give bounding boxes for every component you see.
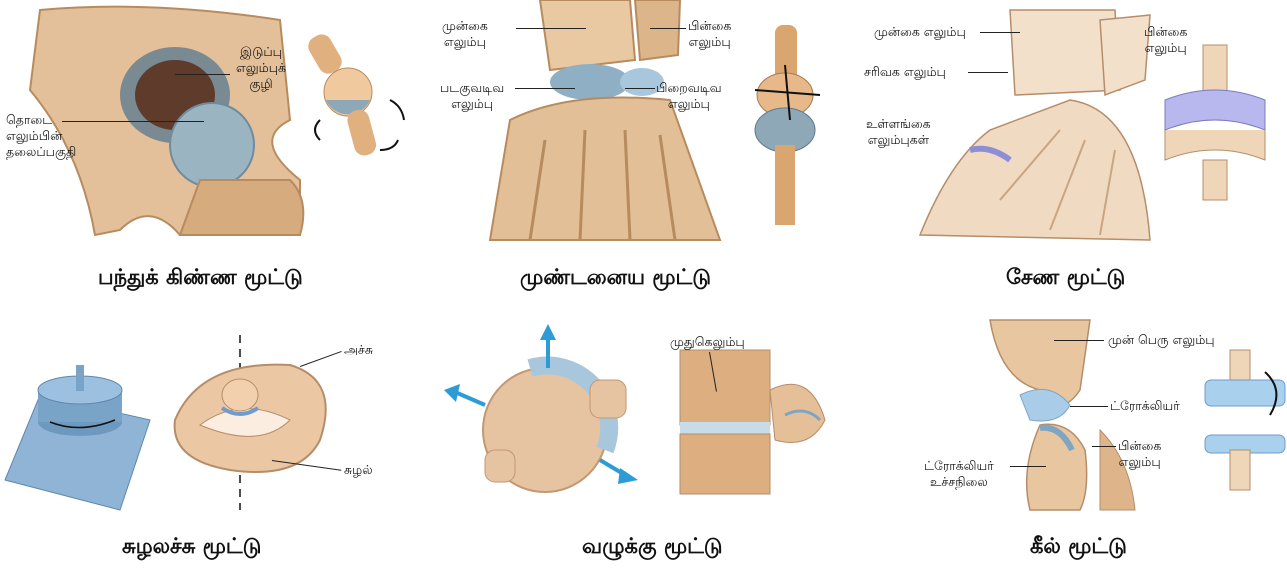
ulna-leader-line [1092, 446, 1116, 447]
notch-label: ட்ரோக்லியர் உச்சநிலை [924, 458, 994, 490]
saddle-radius-label: முன்கை எலும்பு [874, 24, 966, 40]
trochlea-label: ட்ரோக்லியர் [1110, 398, 1180, 414]
scaphoid-leader-line [515, 88, 575, 89]
ball-socket-title: பந்துக் கிண்ண மூட்டு [98, 265, 303, 292]
atlas-label: சுழல் [344, 462, 373, 478]
saddle-ulna-label: பின்கை எலும்பு [1144, 24, 1187, 56]
hinge-title: கீல் மூட்டு [1030, 534, 1127, 561]
thumb-illustration [860, 0, 1287, 300]
wrist-illustration [430, 0, 860, 300]
ulna-leader-line [650, 28, 686, 29]
hinge-panel: முன் பெரு எலும்பு ட்ரோக்லியர் பின்கை எலு… [860, 310, 1287, 568]
head-leader-line [62, 121, 204, 122]
hinge-ulna-label: பின்கை எலும்பு [1118, 438, 1161, 470]
saddle-panel: முன்கை எலும்பு பின்கை எலும்பு சரிவக எலும… [860, 0, 1287, 300]
humerus-label: முன் பெரு எலும்பு [1108, 332, 1215, 348]
metacarpals-label: உள்ளங்கை எலும்புகள் [866, 116, 931, 148]
radius-label: முன்கை எலும்பு [442, 18, 488, 50]
notch-leader-line [1010, 466, 1046, 467]
elbow-illustration [860, 310, 1287, 568]
scaphoid-label: படகுவடிவ எலும்பு [440, 80, 504, 112]
vertebra-label: முதுகெலும்பு [670, 334, 745, 350]
axis-label: அச்சு [344, 342, 373, 358]
trochlea-leader-line [1070, 406, 1108, 407]
pivot-title: சுழலச்சு மூட்டு [122, 534, 261, 561]
humerus-leader-line [1054, 340, 1104, 341]
condyloid-panel: முன்கை எலும்பு பின்கை எலும்பு படகுவடிவ எ… [430, 0, 860, 300]
lunate-leader-line [625, 88, 655, 89]
gliding-illustration [430, 310, 860, 568]
femoral-head-label: தொடை எலும்பின் தலைப்பகுதி [6, 112, 76, 160]
gliding-panel: முதுகெலும்பு வழுக்கு மூட்டு [430, 310, 860, 568]
socket-leader-line [175, 74, 230, 75]
trapezium-label: சரிவக எலும்பு [864, 64, 946, 80]
socket-label: இடுப்பு எலும்புக் குழி [236, 44, 286, 92]
lunate-label: பிறைவடிவ எலும்பு [656, 80, 722, 112]
saddle-radius-leader [980, 32, 1020, 33]
radius-leader-line [516, 28, 586, 29]
trapezium-leader [968, 72, 1008, 73]
condyloid-title: முண்டனைய மூட்டு [520, 265, 711, 292]
saddle-title: சேண மூட்டு [1006, 265, 1125, 292]
pivot-panel: அச்சு சுழல் சுழலச்சு மூட்டு [0, 310, 430, 568]
ulna-label: பின்கை எலும்பு [688, 18, 731, 50]
gliding-title: வழுக்கு மூட்டு [582, 534, 723, 561]
ball-socket-panel: இடுப்பு எலும்புக் குழி தொடை எலும்பின் தல… [0, 0, 430, 300]
